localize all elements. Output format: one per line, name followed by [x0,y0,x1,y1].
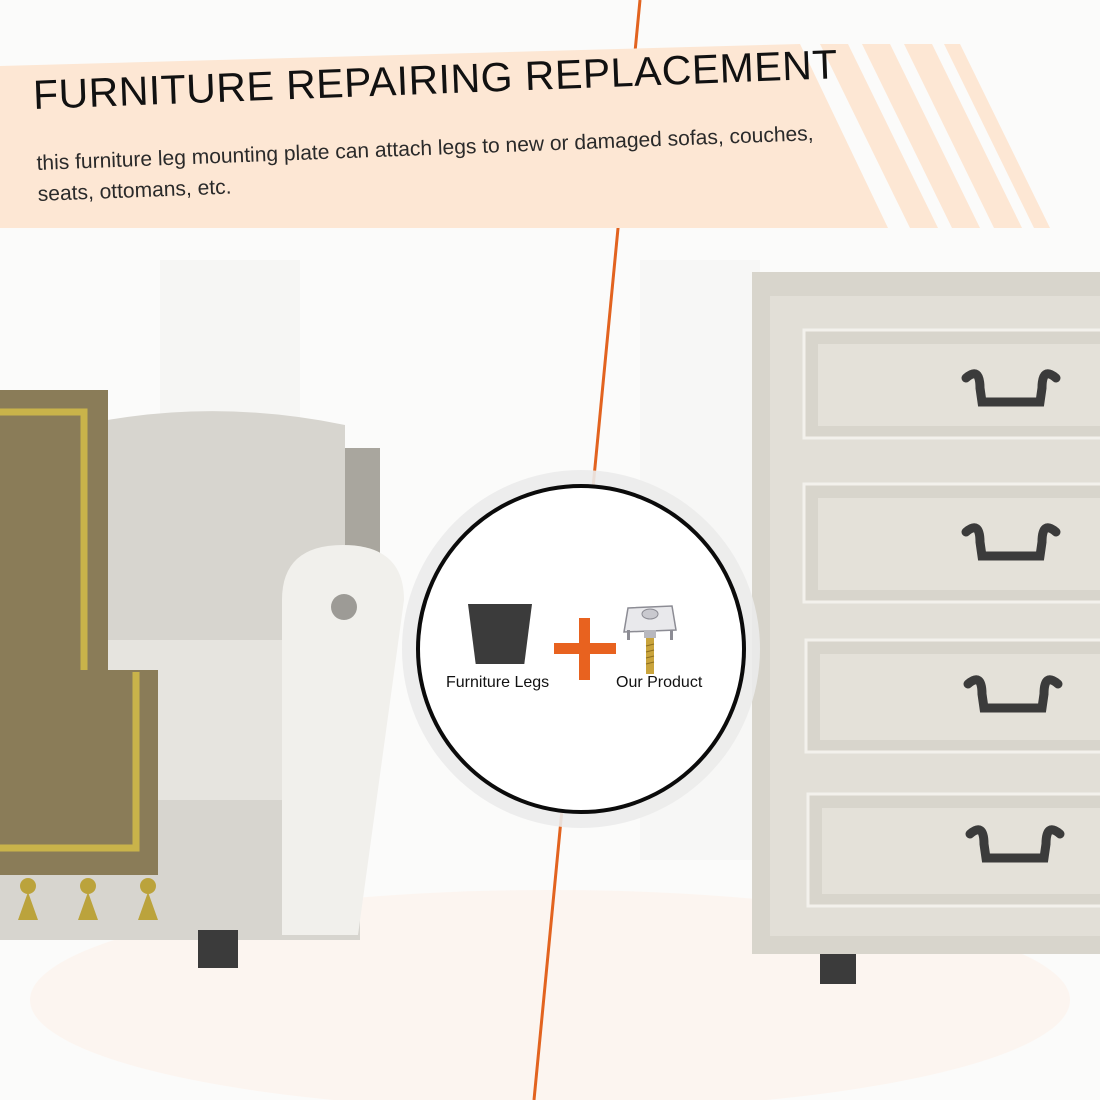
plus-icon [554,618,616,680]
comparison-circle: Furniture Legs Our Product [416,484,746,814]
banner-subtitle: this furniture leg mounting plate can at… [36,122,814,206]
banner-shape [0,44,1050,228]
our-product-label: Our Product [616,674,703,691]
page-title: FURNITURE REPAIRING REPLACEMENT [32,41,839,119]
sofa-illustration [0,390,404,968]
furniture-leg-icon [468,604,532,664]
mounting-plate-icon [623,605,677,674]
dresser-illustration [752,272,1100,984]
banner: FURNITURE REPAIRING REPLACEMENT this fur… [0,0,1100,240]
furniture-legs-label: Furniture Legs [446,674,550,691]
